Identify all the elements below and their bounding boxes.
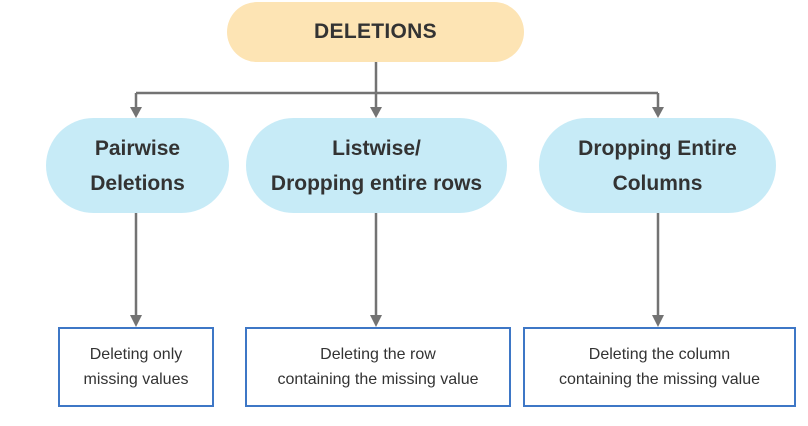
method-node-listwise: Listwise/ Dropping entire rows [246, 118, 507, 213]
description-box-pairwise: Deleting only missing values [58, 327, 214, 407]
description-box-dropping-columns: Deleting the column containing the missi… [523, 327, 796, 407]
arrowhead-pairwise [130, 107, 142, 118]
description-box-listwise: Deleting the row containing the missing … [245, 327, 511, 407]
arrowhead-columns-desc [652, 315, 664, 327]
method-node-pairwise: Pairwise Deletions [46, 118, 229, 213]
arrowhead-dropping-columns [652, 107, 664, 118]
method-node-dropping-columns: Dropping Entire Columns [539, 118, 776, 213]
arrowhead-listwise [370, 107, 382, 118]
root-node-deletions: DELETIONS [227, 2, 524, 62]
arrowhead-pairwise-desc [130, 315, 142, 327]
arrowhead-listwise-desc [370, 315, 382, 327]
